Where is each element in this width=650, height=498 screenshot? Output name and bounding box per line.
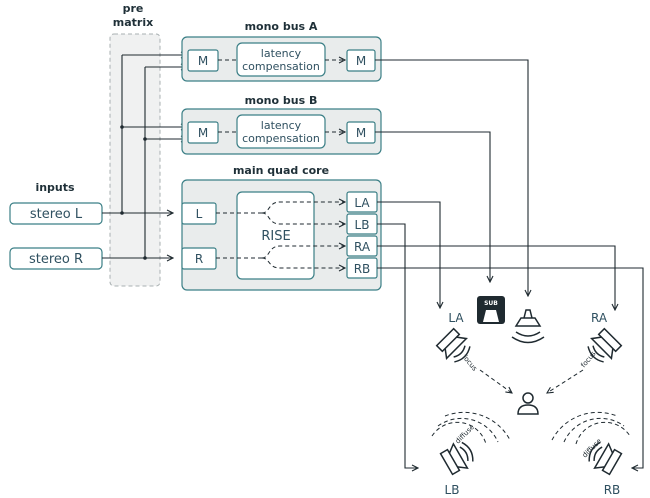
input-stereo-r: stereo R <box>29 252 83 267</box>
speaker-lb-diffuse-waves <box>431 411 511 445</box>
mono-bus-b-latency-1: latency <box>261 119 302 132</box>
quad-core-out-ra: RA <box>354 240 371 254</box>
rise-internal-routing <box>216 202 345 268</box>
mono-bus-a-latency-2: compensation <box>242 60 320 73</box>
speaker-ra-label: RA <box>591 311 608 325</box>
speaker-la-icon <box>435 327 471 363</box>
rise-processor-box <box>236 191 315 280</box>
sub-speaker-icon: SUB <box>477 296 505 324</box>
listener-icon <box>517 392 539 415</box>
main-quad-core-title: main quad core <box>233 164 329 177</box>
mono-bus-b-out: M <box>356 126 366 140</box>
inputs-title: inputs <box>35 181 75 194</box>
focus-line-right <box>547 369 584 393</box>
speaker-ra-icon <box>587 327 623 363</box>
focus-line-left <box>479 369 512 393</box>
speaker-rb-icon <box>588 441 623 476</box>
mono-bus-a-in: M <box>198 54 208 68</box>
mono-bus-a-out: M <box>356 54 366 68</box>
mono-bus-a-latency-1: latency <box>261 47 302 60</box>
mono-bus-b-latency-2: compensation <box>242 132 320 145</box>
output-wiring <box>375 59 644 468</box>
speaker-lb-diffuse: diffuse <box>454 423 476 445</box>
center-speaker-icon <box>511 309 545 344</box>
quad-core-in-l: L <box>196 207 203 221</box>
pre-matrix-routing <box>102 55 187 260</box>
pre-matrix-label-line2: matrix <box>113 16 153 29</box>
pre-matrix-label-line1: pre <box>123 2 144 15</box>
quad-core-out-rb: RB <box>354 262 371 276</box>
pre-matrix-region <box>109 33 161 287</box>
speaker-lb-label: LB <box>445 483 460 497</box>
speaker-la-label: LA <box>448 311 464 325</box>
quad-core-outputs: LA LB RA RB <box>346 191 378 279</box>
quad-core-out-lb: LB <box>355 218 370 232</box>
speaker-rb-diffuse-waves <box>551 411 631 445</box>
svg-text:SUB: SUB <box>484 300 498 307</box>
input-stereo-l: stereo L <box>30 207 83 222</box>
rise-processor-label: RISE <box>261 229 290 244</box>
mono-bus-b-title: mono bus B <box>245 94 318 107</box>
speaker-lb-icon <box>439 441 474 476</box>
quad-core-out-la: LA <box>354 196 370 210</box>
quad-core-in-r: R <box>195 252 203 266</box>
mono-bus-b-in: M <box>198 126 208 140</box>
speaker-la-focus: focus <box>460 353 478 373</box>
speaker-ra-focus: focus <box>579 350 597 370</box>
mono-bus-a-title: mono bus A <box>245 20 318 33</box>
speaker-rb-label: RB <box>604 483 621 497</box>
